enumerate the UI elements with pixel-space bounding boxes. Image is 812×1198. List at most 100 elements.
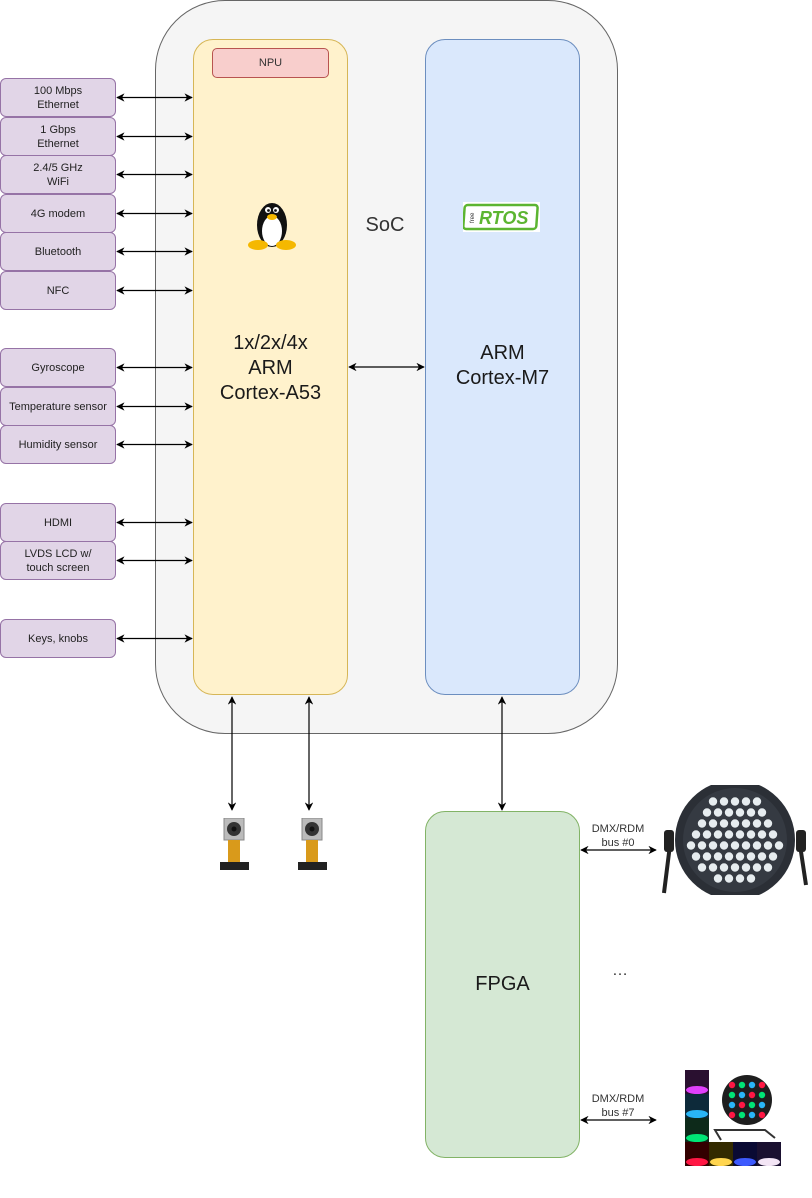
peripheral-label-line: 100 Mbps — [33, 84, 83, 97]
peripheral-label: Gyroscope — [31, 361, 84, 375]
led-dot — [758, 1101, 766, 1109]
peripheral-label: Humidity sensor — [19, 438, 98, 452]
peripheral-label-line: 4G modem — [30, 207, 86, 220]
led-dot — [752, 841, 762, 850]
dmx-bus-7-label-line: DMX/RDM — [591, 1093, 645, 1105]
peripheral-label-line: Temperature sensor — [9, 400, 107, 413]
led-dot — [724, 808, 734, 817]
cortex-a53-label-line: 1x/2x/4x — [233, 332, 308, 354]
led-dot — [728, 1101, 736, 1109]
peripheral-label-line: Humidity sensor — [18, 438, 98, 451]
led-dot — [713, 852, 723, 861]
led-dot — [702, 808, 712, 817]
led-dot — [719, 797, 729, 806]
peripheral-label-line: 2.4/5 GHz — [33, 161, 83, 174]
led-dot — [730, 797, 740, 806]
led-dot — [741, 797, 751, 806]
led-dot — [757, 808, 767, 817]
peripheral-label: Bluetooth — [35, 245, 81, 259]
led-dot — [752, 819, 762, 828]
peripheral-label: LVDS LCD w/touch screen — [24, 547, 91, 575]
freertos-logo-icon: free RTOS — [462, 202, 540, 232]
dmx-bus-0-label-line: bus #0 — [601, 837, 635, 849]
led-dot — [728, 1081, 736, 1089]
peripheral-label: Temperature sensor — [9, 400, 107, 414]
rgb-par-light-icon — [685, 1070, 785, 1168]
led-dot — [741, 841, 751, 850]
npu-label: NPU — [258, 57, 283, 69]
peripheral-label: Keys, knobs — [28, 632, 88, 646]
led-dot — [730, 841, 740, 850]
led-dot — [719, 819, 729, 828]
led-dot — [702, 830, 712, 839]
led-dot — [758, 1111, 766, 1119]
led-dot — [686, 841, 696, 850]
led-dot — [774, 841, 784, 850]
led-dot — [708, 863, 718, 872]
led-dot — [741, 863, 751, 872]
peripheral-label-line: Keys, knobs — [28, 632, 88, 645]
led-dot — [738, 1081, 746, 1089]
led-dot — [741, 819, 751, 828]
led-dot — [758, 1081, 766, 1089]
led-dot — [735, 830, 745, 839]
peripheral-box: Humidity sensor — [0, 425, 116, 464]
led-dot — [752, 797, 762, 806]
led-dot — [719, 841, 729, 850]
more-buses-ellipsis: … — [612, 962, 628, 979]
led-dot — [735, 852, 745, 861]
led-dot — [735, 808, 745, 817]
peripheral-label-line: Ethernet — [37, 137, 79, 150]
fpga-block — [425, 811, 580, 1158]
led-par-light-icon — [660, 780, 810, 900]
peripheral-label-line: 1 Gbps — [40, 123, 76, 136]
cortex-a53-block — [193, 39, 348, 695]
led-dot — [713, 808, 723, 817]
dmx-bus-0-label-line: DMX/RDM — [591, 823, 645, 835]
cortex-m7-block — [425, 39, 580, 695]
peripheral-label: NFC — [47, 284, 70, 298]
peripheral-label-line: HDMI — [43, 516, 73, 529]
led-dot — [713, 874, 723, 883]
peripheral-label-line: Ethernet — [37, 98, 79, 111]
led-dot — [763, 863, 773, 872]
led-dot — [738, 1101, 746, 1109]
peripheral-label-line: Gyroscope — [31, 361, 85, 374]
peripheral-label: HDMI — [44, 516, 72, 530]
peripheral-box: NFC — [0, 271, 116, 310]
led-dot — [708, 797, 718, 806]
cortex-m7-label-line: Cortex-M7 — [455, 367, 550, 389]
soc-label: SoC — [365, 214, 405, 236]
led-dot — [746, 808, 756, 817]
peripheral-label-line: Bluetooth — [34, 245, 82, 258]
cortex-m7-label: ARM Cortex-M7 — [425, 341, 580, 391]
peripheral-label-line: NFC — [46, 284, 70, 297]
cortex-a53-label-line: Cortex-A53 — [219, 382, 322, 404]
led-dot — [702, 852, 712, 861]
freertos-logo-prefix: free — [470, 212, 476, 223]
led-dot — [724, 874, 734, 883]
led-dot — [752, 863, 762, 872]
led-dot — [738, 1111, 746, 1119]
peripheral-box: LVDS LCD w/touch screen — [0, 541, 116, 580]
peripheral-label: 4G modem — [31, 207, 85, 221]
peripheral-label-line: LVDS LCD w/ — [24, 547, 92, 560]
led-dot — [748, 1111, 756, 1119]
cortex-m7-label-line: ARM — [480, 342, 525, 364]
linux-tux-icon — [244, 193, 300, 253]
led-dot — [691, 852, 701, 861]
peripheral-label-line: touch screen — [26, 561, 90, 574]
peripheral-box: 4G modem — [0, 194, 116, 233]
led-dot — [735, 874, 745, 883]
cortex-a53-label: 1x/2x/4x ARM Cortex-A53 — [193, 331, 348, 406]
camera-module-icon — [219, 817, 251, 872]
cortex-a53-label-line: ARM — [248, 357, 293, 379]
peripheral-box: HDMI — [0, 503, 116, 542]
freertos-logo-text: RTOS — [479, 208, 528, 228]
led-dot — [768, 830, 778, 839]
led-dot — [746, 830, 756, 839]
